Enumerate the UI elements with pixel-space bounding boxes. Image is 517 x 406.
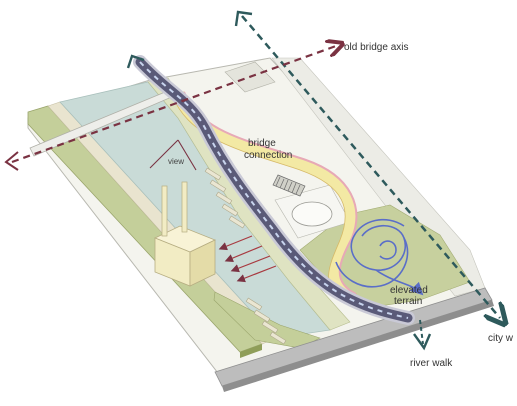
stair-element [272, 174, 306, 197]
bridge-connection-edge [183, 91, 358, 295]
view-label: view [168, 157, 184, 166]
walk-top-arrow-icon [126, 54, 145, 69]
bottom-street-side [222, 300, 494, 392]
bridge-connection-label-line2: connection [244, 150, 292, 161]
river-walk-path-dashes [139, 61, 409, 319]
left-green-bank-edge [240, 344, 262, 358]
bank-view-arrows [218, 235, 277, 283]
old-bridge-axis-left-arrow-icon [4, 151, 19, 171]
elevated-terrain-label-line1: elevated [390, 285, 428, 296]
city-walk-label: city w [488, 333, 514, 344]
view-lines [149, 139, 197, 171]
elevated-terrain-label-line2: terrain [394, 296, 422, 307]
bridge-connection-label-line1: bridge [248, 138, 276, 149]
river-walk-arrow-icon [413, 333, 432, 351]
old-bridge-axis-line [11, 46, 336, 164]
river-walk-label: river walk [410, 358, 453, 369]
city-walk-axis [241, 15, 500, 318]
terrain-spiral [335, 218, 424, 296]
piers [204, 167, 287, 345]
city-walk-top-arrow-icon [234, 10, 253, 27]
plaza-fountain [291, 201, 333, 227]
factory-building [154, 181, 216, 287]
old-bridge-axis-label: old bridge axis [344, 42, 408, 53]
